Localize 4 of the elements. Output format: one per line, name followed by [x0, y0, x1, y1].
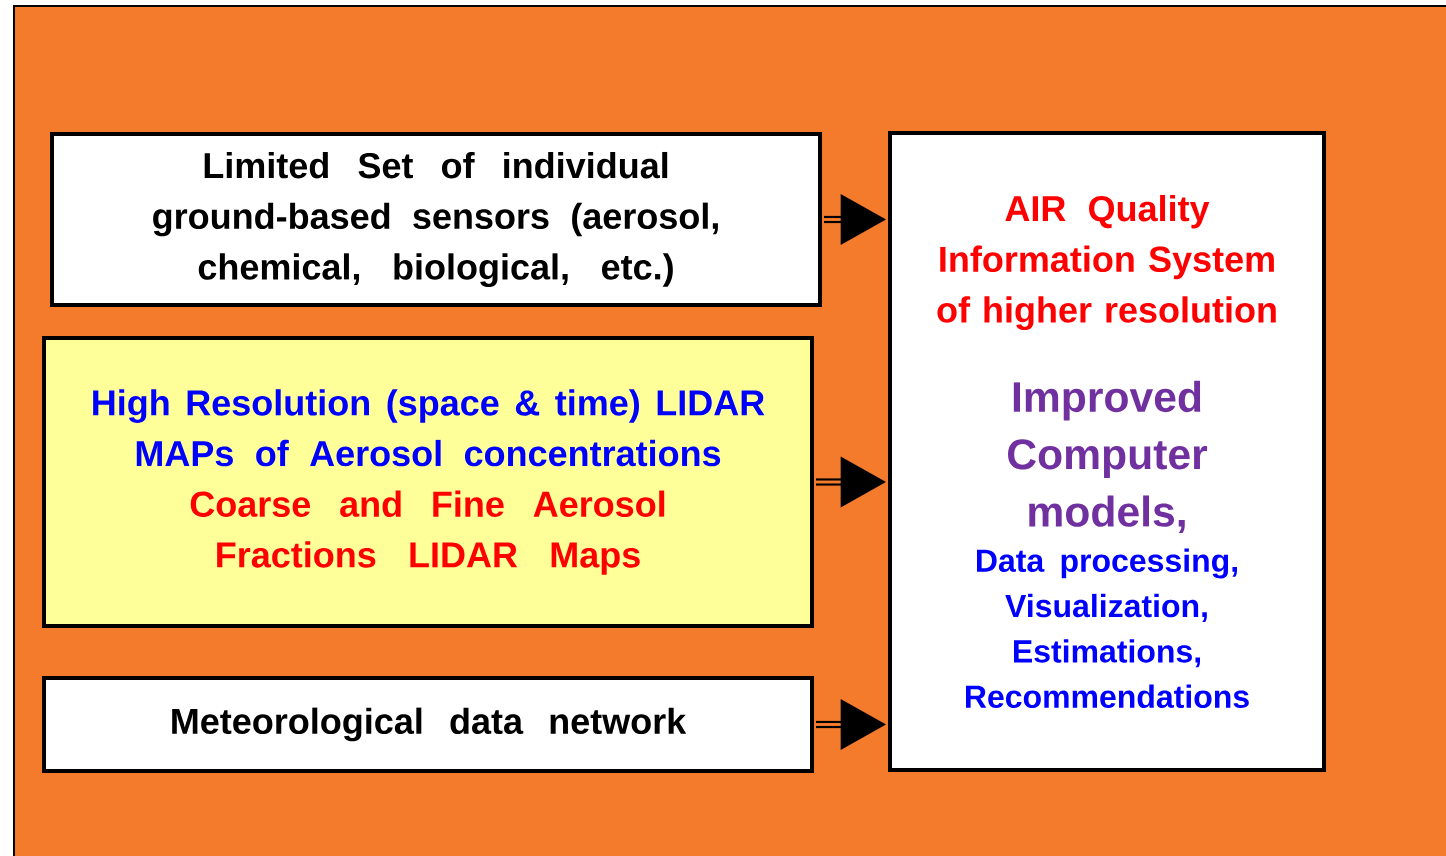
text-box: AIR Quality Information System of higher resolution Improved Computer models, Data processing, Visualization, Estimations, Recommendations: [888, 130, 1326, 773]
text-box: Meteorological data network: [42, 675, 814, 774]
text-box: Limited Set of individual ground-based sensors (aerosol, chemical, biological, etc.): [50, 132, 822, 307]
text-box: High Resolution (space & time) LIDAR MAPs of Aerosol concentrations Coarse and Fine Aerosol Fractions LIDAR Maps: [42, 336, 814, 628]
